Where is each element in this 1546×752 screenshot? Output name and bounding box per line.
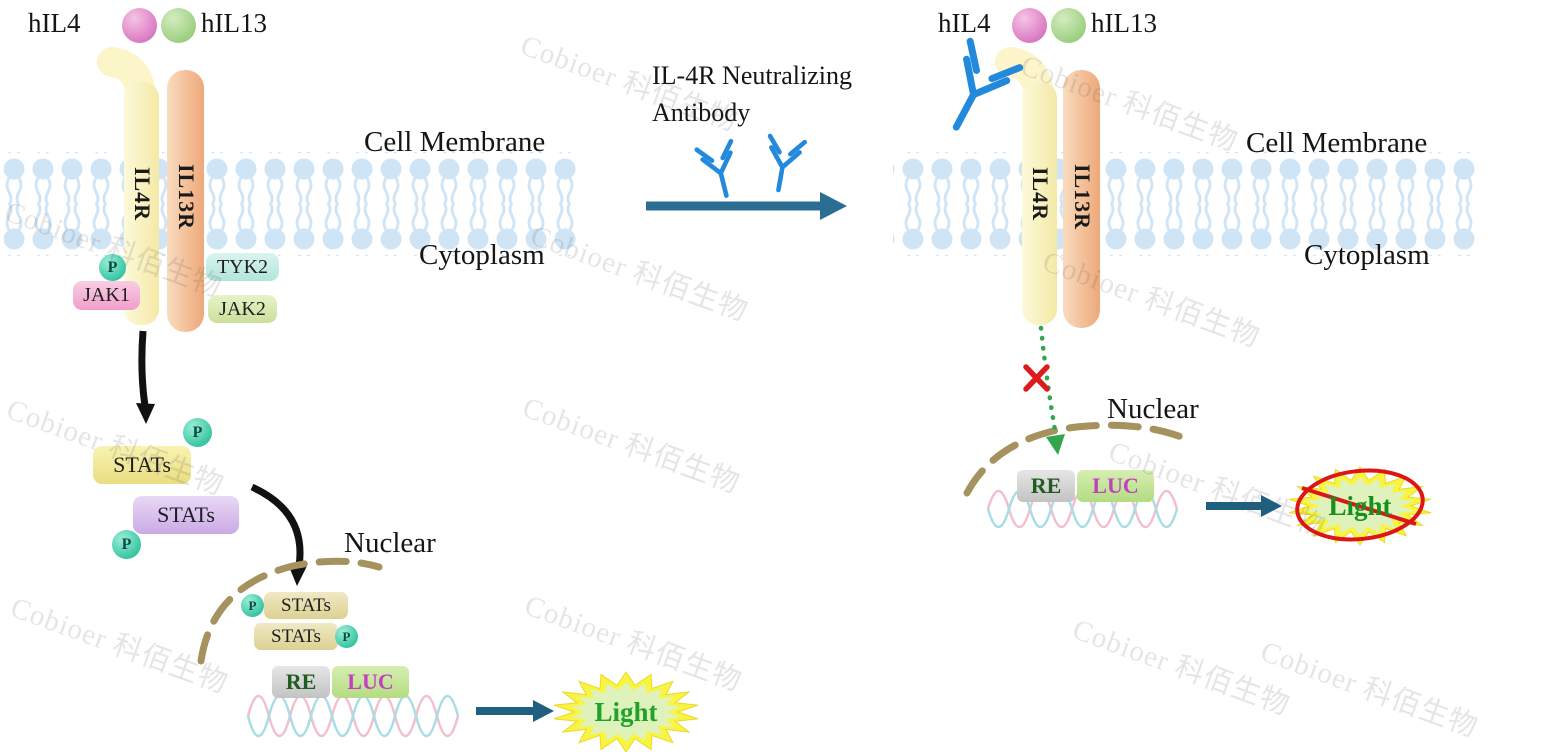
dna-left [246, 694, 460, 738]
nuclear-envelope-right [963, 421, 1193, 497]
nuclear-label: Nuclear [344, 527, 436, 559]
phospho-badge: P [99, 254, 126, 281]
cell-membrane-label: Cell Membrane [1246, 127, 1428, 159]
antibody-icon [697, 141, 744, 200]
il13r-receptor-left [167, 70, 204, 332]
treatment-arrow [646, 192, 847, 220]
response-element-box: RE [272, 666, 330, 698]
legend-hil13-label: hIL13 [1091, 8, 1157, 38]
luciferase-box: LUC [332, 666, 409, 698]
light-label-blocked: Light [1328, 491, 1392, 521]
jak1-box: JAK1 [73, 281, 140, 310]
nuclear-stats-box: STATs [264, 592, 348, 619]
cell-membrane-label: Cell Membrane [364, 126, 546, 158]
arrow-to-light-right [1206, 495, 1282, 517]
hil13-ligand-icon [1051, 8, 1086, 43]
stats-box-yellow: STATs [93, 446, 191, 484]
cytoplasm-label: Cytoplasm [1304, 239, 1430, 271]
il13r-receptor-label: IL13R [174, 163, 199, 231]
il4r-receptor-left [97, 47, 159, 325]
legend-hil13-label: hIL13 [201, 8, 267, 38]
treatment-label-line2: Antibody [652, 98, 751, 127]
blocked-signal-arrow [1038, 325, 1065, 455]
inhibition-x-icon [1023, 364, 1050, 392]
no-light-prohibition-icon [1295, 468, 1425, 542]
hil4-ligand-icon [122, 8, 157, 43]
response-element-box: RE [1017, 470, 1075, 502]
nuclear-stats-box: STATs [254, 623, 338, 650]
light-label: Light [594, 697, 658, 727]
phospho-badge: P [112, 530, 141, 559]
nuclear-envelope-left [197, 557, 383, 665]
phospho-badge: P [241, 594, 264, 617]
hil4-ligand-icon [1012, 8, 1047, 43]
antibody-icon [761, 136, 805, 193]
luciferase-box: LUC [1077, 470, 1154, 502]
signal-arrow-down [136, 330, 155, 424]
jak2-box: JAK2 [208, 295, 277, 323]
treatment-label-line1: IL-4R Neutralizing [652, 61, 852, 90]
phospho-badge: P [183, 418, 212, 447]
hil13-ligand-icon [161, 8, 196, 43]
cell-membrane-left-graphic [4, 152, 580, 256]
nuclear-label: Nuclear [1107, 393, 1199, 425]
stats-box-purple: STATs [133, 496, 239, 534]
legend-hil4-label: hIL4 [28, 8, 81, 38]
arrow-to-light-left [476, 700, 554, 722]
il4r-receptor-right [995, 47, 1057, 325]
cytoplasm-label: Cytoplasm [419, 239, 545, 271]
cell-membrane-right-graphic [893, 152, 1480, 256]
phospho-badge: P [335, 625, 358, 648]
il13r-receptor-right [1063, 70, 1100, 328]
legend-hil4-label: hIL4 [938, 8, 991, 38]
tyk2-box: TYK2 [206, 253, 279, 281]
light-burst-left [553, 671, 699, 752]
il4r-receptor-label: IL4R [1028, 166, 1053, 222]
il13r-receptor-label: IL13R [1070, 163, 1095, 231]
il4r-receptor-label: IL4R [130, 166, 155, 222]
